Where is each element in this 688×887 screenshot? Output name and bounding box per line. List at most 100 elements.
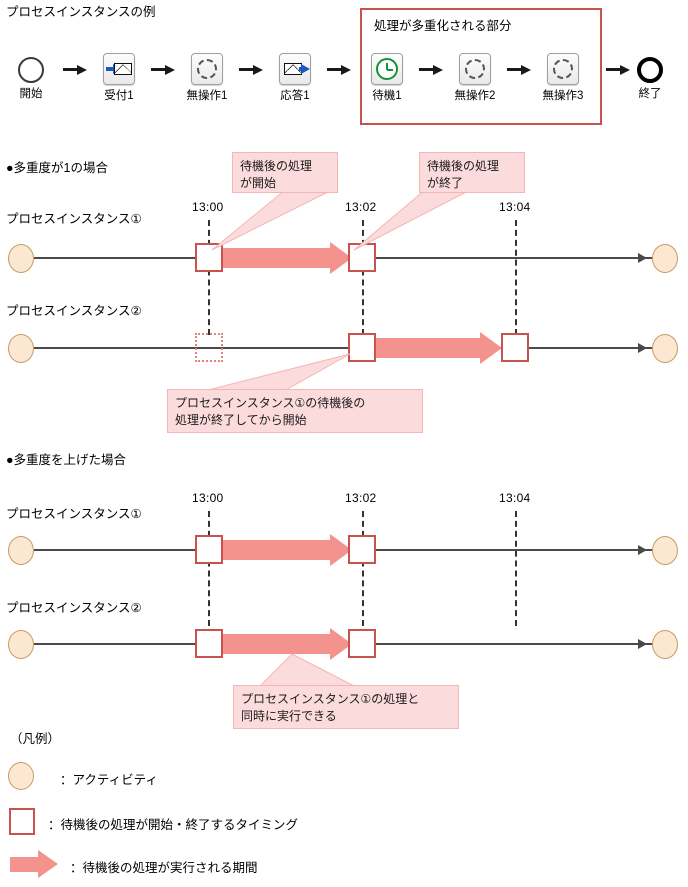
tick-1304-s2 [515, 511, 517, 626]
activity-circle-start-s2i2 [8, 630, 34, 659]
duration-band-s2i1 [218, 540, 338, 560]
section2-instance1-label: プロセスインスタンス① [6, 507, 142, 521]
legend-timing-square-icon [9, 808, 35, 835]
flow-node-label: 無操作2 [454, 90, 496, 102]
time-label-1302-s2: 13:02 [345, 491, 377, 505]
activity-circle-end-s1i1 [652, 244, 678, 273]
timeline-arrowhead-s2i1 [638, 545, 647, 555]
no-operation-icon [459, 53, 491, 85]
dashed-circle-icon [197, 59, 217, 79]
legend-item-timing-text: ：待機後の処理が開始・終了するタイミング [48, 818, 299, 832]
flow-connector-1 [63, 68, 77, 71]
section1-instance1-label: プロセスインスタンス① [6, 212, 142, 226]
arrow-stem [106, 67, 114, 71]
end-circle-icon [637, 57, 663, 83]
activity-circle-end-s1i2 [652, 334, 678, 363]
flow-connector-6 [507, 68, 521, 71]
activity-circle-end-s2i1 [652, 536, 678, 565]
timeline-arrowhead-s2i2 [638, 639, 647, 649]
flow-node-label: 無操作1 [186, 90, 228, 102]
message-send-icon [279, 53, 311, 85]
time-label-1302: 13:02 [345, 200, 377, 214]
clock-face-icon [376, 58, 398, 80]
duration-band-head-s2i2 [330, 628, 352, 660]
duration-band-s1i2 [372, 338, 487, 358]
section2-instance2-label: プロセスインスタンス② [6, 601, 142, 615]
flow-connector-7 [606, 68, 620, 71]
time-label-1300-s2: 13:00 [192, 491, 224, 505]
flow-node-start[interactable]: 開始 [0, 55, 66, 101]
flow-node-receive[interactable]: 受付1 [84, 53, 154, 103]
time-label-1304: 13:04 [499, 200, 531, 214]
timing-marker-start-s2i2 [195, 629, 223, 658]
activity-circle-start-s2i1 [8, 536, 34, 565]
timeline-arrowhead-s1i1 [638, 253, 647, 263]
legend-item-activity-text: ：アクティビティ [60, 773, 158, 787]
timer-clock-icon [371, 53, 403, 85]
tick-1300 [208, 220, 210, 335]
tick-1302 [362, 220, 364, 335]
section2-heading: ●多重度を上げた場合 [6, 453, 127, 467]
time-label-1300: 13:00 [192, 200, 224, 214]
timeline-arrowhead-s1i2 [638, 343, 647, 353]
tick-1300-s2 [208, 511, 210, 626]
timing-marker-end-s2i2 [348, 629, 376, 658]
flow-node-wait[interactable]: 待機1 [352, 53, 422, 103]
flow-node-label: 待機1 [372, 90, 402, 102]
flow-node-noop-3[interactable]: 無操作3 [528, 53, 598, 103]
time-label-1304-s2: 13:04 [499, 491, 531, 505]
legend-activity-circle-icon [8, 762, 34, 790]
legend-duration-arrowhead-icon [38, 850, 58, 878]
flow-connector-5 [419, 68, 433, 71]
flow-node-end[interactable]: 終了 [615, 55, 685, 101]
flow-node-label: 応答1 [280, 90, 310, 102]
timing-marker-start-s2i1 [195, 535, 223, 564]
duration-band-s1i1 [218, 248, 338, 268]
section1-heading: ●多重度が1の場合 [6, 161, 109, 175]
flow-arrow-5 [433, 64, 443, 75]
flow-connector-3 [239, 68, 253, 71]
flow-node-label: 無操作3 [542, 90, 584, 102]
flow-node-label: 終了 [638, 88, 662, 100]
duration-band-head-s1i2 [480, 332, 502, 364]
timing-marker-end-s1i2 [501, 333, 529, 362]
flow-node-label: 受付1 [104, 90, 134, 102]
duration-band-s2i2 [218, 634, 338, 654]
tick-1304 [515, 220, 517, 335]
flow-arrow-3 [253, 64, 263, 75]
flow-arrow-4 [341, 64, 351, 75]
flow-arrow-1 [77, 64, 87, 75]
timing-marker-start-s1i2 [348, 333, 376, 362]
timing-marker-skipped-s1i2 [195, 333, 223, 362]
legend-item-duration-text: ：待機後の処理が実行される期間 [70, 861, 258, 875]
flow-node-respond[interactable]: 応答1 [260, 53, 330, 103]
start-circle-icon [18, 57, 44, 83]
message-receive-icon [103, 53, 135, 85]
flow-arrow-7 [620, 64, 630, 75]
timing-marker-start-s1i1 [195, 243, 223, 272]
callout-wait-start: 待機後の処理 が開始 [232, 152, 338, 193]
flow-arrow-2 [165, 64, 175, 75]
duration-band-head-s2i1 [330, 534, 352, 566]
activity-circle-start-s1i1 [8, 244, 34, 273]
flow-connector-4 [327, 68, 341, 71]
flow-node-label: 開始 [19, 88, 43, 100]
flow-connector-2 [151, 68, 165, 71]
dashed-circle-icon [553, 59, 573, 79]
activity-circle-end-s2i2 [652, 630, 678, 659]
timing-marker-end-s2i1 [348, 535, 376, 564]
multiplex-region-box [360, 8, 602, 125]
legend-duration-band-icon [10, 857, 38, 872]
flow-arrow-6 [521, 64, 531, 75]
callout-parallel-execution: プロセスインスタンス①の処理と 同時に実行できる [233, 685, 459, 729]
timeline-line-s1i2 [34, 347, 654, 349]
envelope-icon [114, 63, 132, 75]
no-operation-icon [191, 53, 223, 85]
flow-title: プロセスインスタンスの例 [6, 5, 156, 19]
section1-instance2-label: プロセスインスタンス② [6, 304, 142, 318]
legend-title: （凡例） [10, 732, 61, 746]
blue-arrow-icon [301, 64, 310, 74]
flow-node-noop-2[interactable]: 無操作2 [440, 53, 510, 103]
callout-serial-execution: プロセスインスタンス①の待機後の 処理が終了してから開始 [167, 389, 423, 433]
flow-node-noop-1[interactable]: 無操作1 [172, 53, 242, 103]
